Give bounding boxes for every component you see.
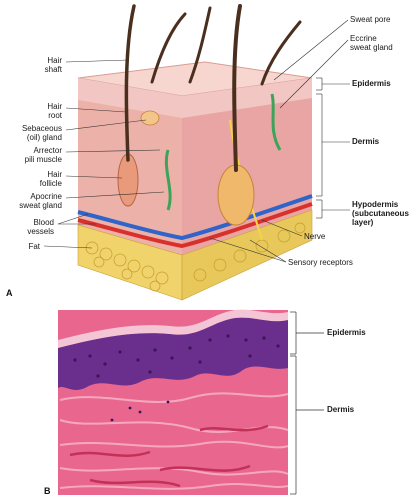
fat-cells [85, 222, 306, 292]
label-sweat-pore: Sweat pore [350, 15, 391, 24]
label-epidermis-a: Epidermis [352, 79, 391, 88]
label-dermis-b: Dermis [327, 405, 355, 414]
nuclei [73, 334, 280, 422]
sebaceous-gland [140, 110, 160, 126]
epidermis-stain [58, 317, 288, 390]
label-fat: Fat [28, 242, 40, 251]
eccrine-gland [270, 93, 282, 151]
artery [77, 202, 313, 249]
hair-follicle-bulb [217, 164, 255, 226]
panel-label-b: B [44, 486, 51, 496]
epidermis-band-right [182, 78, 312, 118]
epidermis-band-front [78, 78, 182, 118]
label-hypodermis: Hypodermis (subcutaneous layer) [352, 200, 409, 227]
hair-shafts [124, 4, 302, 172]
apocrine-gland [164, 149, 172, 211]
label-sensory-receptors: Sensory receptors [288, 258, 353, 267]
panel-label-a: A [6, 288, 13, 298]
label-dermis-a: Dermis [352, 137, 380, 146]
dermis-dark-fibers [69, 424, 269, 488]
label-nerve: Nerve [304, 232, 326, 241]
label-sebaceous-gland: Sebaceous(oil) gland [21, 124, 62, 142]
vein [77, 194, 313, 241]
hair-follicle-left [117, 153, 139, 207]
label-epidermis-b: Epidermis [327, 328, 366, 337]
stratum-corneum [58, 309, 288, 348]
